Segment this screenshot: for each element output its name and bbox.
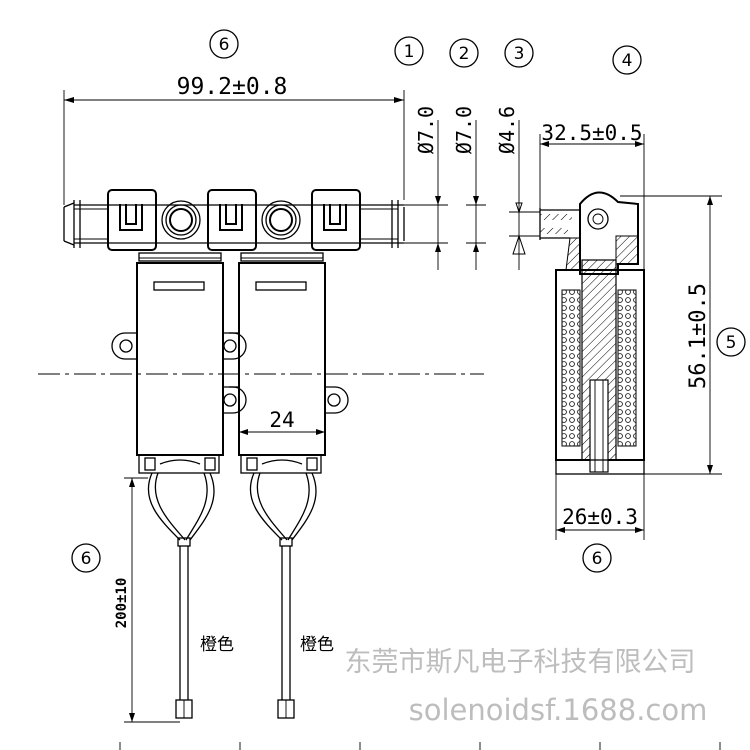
svg-text:3: 3 [514,44,525,64]
diameter-2-label: Ø7.0 [452,106,476,154]
solenoid-body-right [238,252,326,474]
svg-text:2: 2 [459,44,470,64]
lead-length-label: 200±10 [114,578,130,629]
overall-length-label: 99.2±0.8 [177,74,288,100]
callout-6-top: 6 [209,29,239,59]
callout-5: 5 [716,327,746,357]
dimension-side-top-length: 32.5±0.5 [539,121,645,270]
watermark-site: solenoidsf.1688.com [409,693,708,727]
solenoid-body-left [136,252,224,474]
side-top-housing [565,191,639,275]
diameter-3-label: Ø4.6 [495,106,519,154]
side-coil-body [555,259,645,475]
diameter-callouts: Ø7.0 Ø7.0 Ø4.6 [404,106,540,270]
dimension-lead-length: 200±10 [114,477,180,723]
valve-port-left [161,200,201,240]
watermark-company: 东莞市斯凡电子科技有限公司 [345,647,696,678]
bottom-edge-ticks [119,742,721,750]
diameter-1-label: Ø7.0 [414,106,438,154]
svg-text:6: 6 [219,35,230,55]
front-view [38,189,484,719]
valve-port-right [261,200,301,240]
svg-text:4: 4 [622,51,633,71]
side-inlet-nozzle [539,208,580,240]
lead-wires-right [249,472,317,719]
dimension-pitch: 24 [238,408,326,440]
pitch-label: 24 [269,408,294,432]
tube-clip-middle [207,189,257,251]
base-width-label: 26±0.3 [562,505,638,529]
mounting-ears [111,332,349,414]
dimension-height: 56.1±0.5 [620,195,722,475]
tube-clip-right [311,189,361,251]
callout-6-side: 6 [582,543,612,573]
callout-6-lead: 6 [71,543,101,573]
height-label: 56.1±0.5 [686,283,711,389]
wire-color-labels: 橙色 橙色 [200,635,334,655]
wire-color-left-label: 橙色 [200,635,234,655]
callout-4: 4 [612,45,642,75]
dimension-overall-length: 99.2±0.8 [63,74,405,205]
side-section-view: 32.5±0.5 56.1±0.5 26±0.3 [539,121,722,540]
callout-1: 1 [394,36,424,66]
svg-text:6: 6 [592,549,603,569]
wire-color-right-label: 橙色 [300,635,334,655]
manifold-tube [63,200,405,248]
svg-text:6: 6 [81,549,92,569]
dimension-base-width: 26±0.3 [555,474,645,540]
svg-text:5: 5 [726,333,737,353]
callout-2: 2 [449,38,479,68]
tube-clip-left [107,189,157,251]
svg-text:1: 1 [404,42,415,62]
callout-3: 3 [504,38,534,68]
lead-wires-left [147,472,215,719]
side-top-length-label: 32.5±0.5 [541,121,642,145]
